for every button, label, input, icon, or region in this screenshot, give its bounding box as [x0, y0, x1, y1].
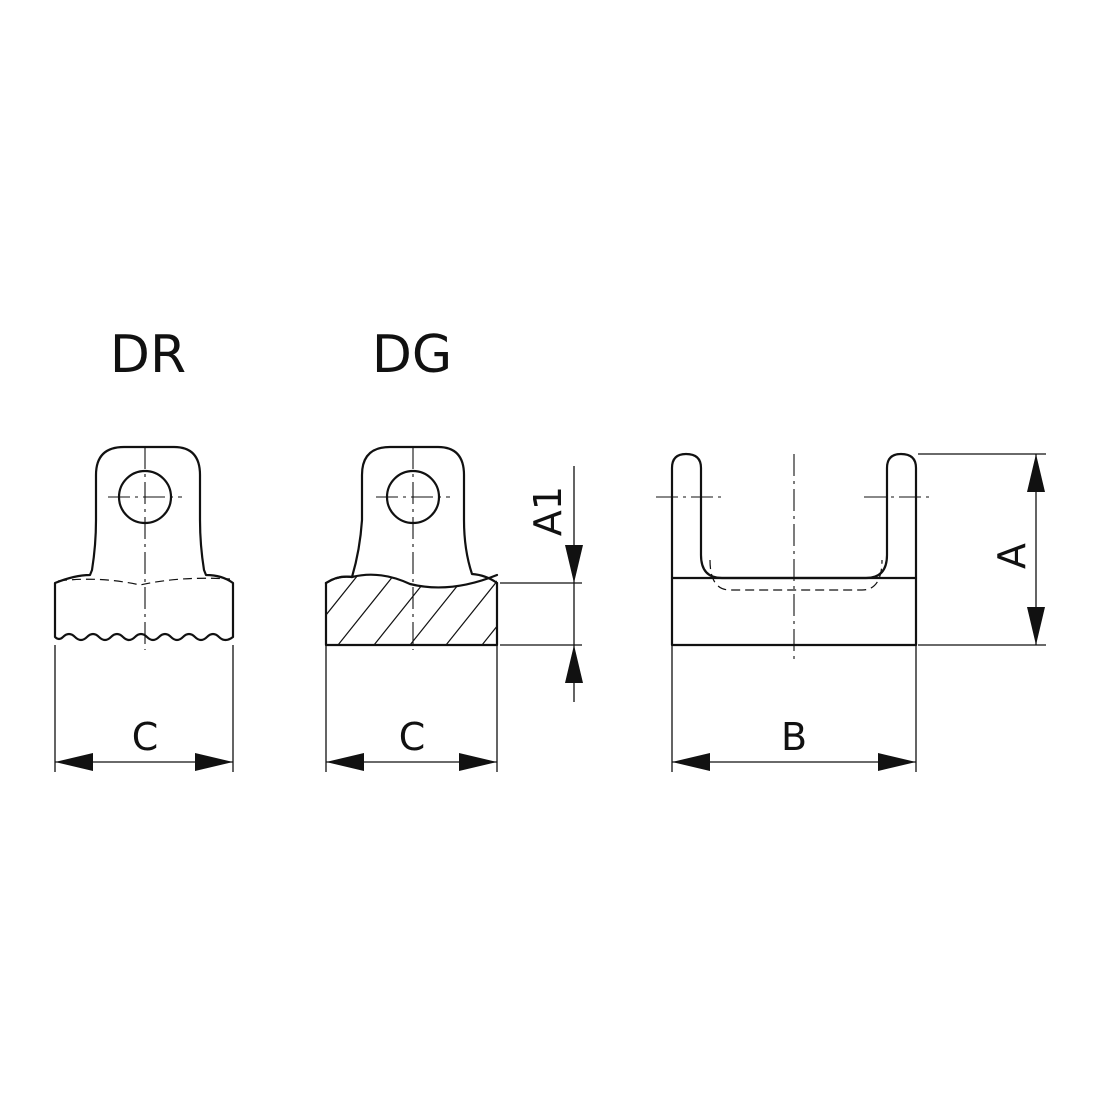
- dg-title: DG: [372, 325, 452, 385]
- dg-lug-outline: [324, 445, 499, 585]
- side-b-arrow-left: [672, 753, 710, 771]
- dg-dimension-label: C: [399, 715, 426, 759]
- dr-title: DR: [110, 325, 186, 385]
- side-a-arrow-bottom: [1027, 607, 1045, 645]
- dg-a1-arrow-top: [565, 545, 583, 583]
- side-b-arrow-right: [878, 753, 916, 771]
- dr-arrow-left: [55, 753, 93, 771]
- dr-hidden-line: [57, 577, 231, 586]
- dg-view: DG C A1: [324, 325, 583, 772]
- side-b-dimension-label: B: [781, 715, 807, 759]
- side-a-dimension-label: A: [990, 543, 1034, 569]
- dr-arrow-right: [195, 753, 233, 771]
- side-a-arrow-top: [1027, 454, 1045, 492]
- side-view: B A: [656, 452, 1046, 772]
- dg-section-boundary: [324, 573, 499, 589]
- dg-arrow-right: [459, 753, 497, 771]
- dg-a1-dimension-label: A1: [526, 486, 570, 536]
- dg-a1-arrow-bottom: [565, 645, 583, 683]
- dg-arrow-left: [326, 753, 364, 771]
- dr-dimension-label: C: [132, 715, 159, 759]
- side-hidden-line: [709, 559, 883, 591]
- dr-part-outline: [53, 445, 235, 642]
- dr-view: DR C: [53, 325, 235, 772]
- dg-base-outline: [324, 581, 499, 647]
